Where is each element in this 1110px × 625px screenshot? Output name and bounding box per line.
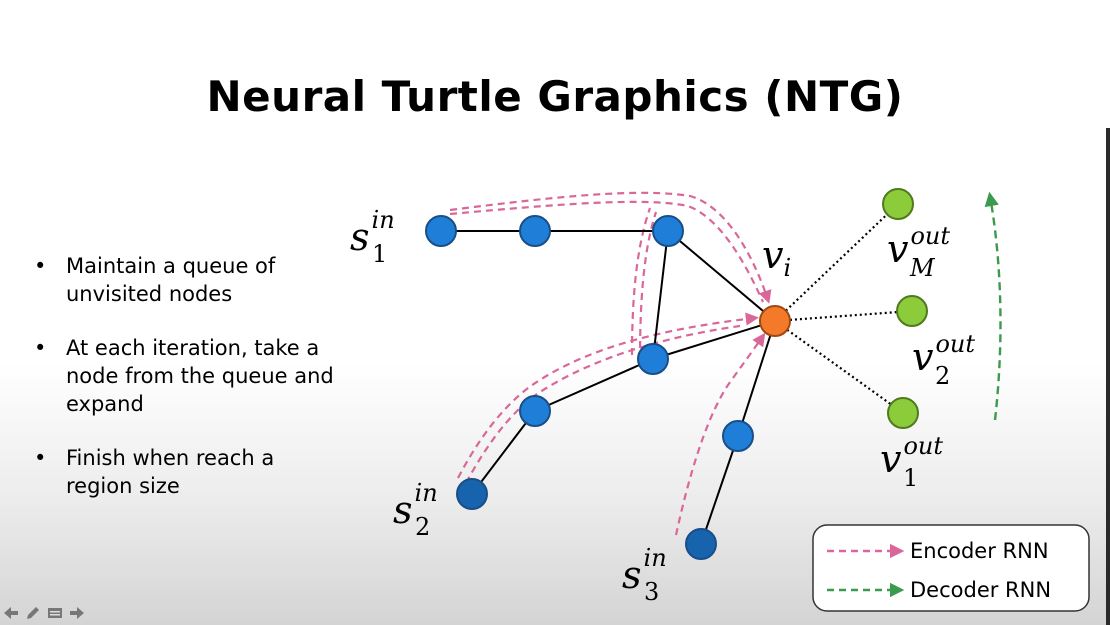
label-sup: in — [415, 479, 438, 507]
node-v2 — [896, 295, 928, 327]
legend: Encoder RNN Decoder RNN — [812, 524, 1090, 612]
arrow-right-icon[interactable] — [68, 604, 86, 622]
output-nodes — [882, 188, 928, 429]
node-vi — [759, 305, 791, 337]
slide-title: Neural Turtle Graphics (NTG) — [206, 72, 904, 121]
graph-edge — [737, 320, 776, 437]
encoder-path-s2-outer — [457, 312, 759, 479]
label-sub: 1 — [372, 240, 387, 268]
graph-edge — [667, 230, 776, 322]
label-sup: out — [903, 432, 943, 460]
legend-encoder-label: Encoder RNN — [910, 539, 1049, 563]
legend-decoder-label: Decoder RNN — [910, 578, 1051, 602]
label-sub: 1 — [903, 464, 918, 492]
bullet-item: Maintain a queue of unvisited nodes — [34, 252, 334, 308]
slides-icon[interactable] — [46, 604, 64, 622]
label-s2: sin 2 — [393, 479, 438, 541]
graph-edge — [700, 435, 739, 545]
encoder-path-branch-a — [630, 207, 652, 356]
label-s1: sin 1 — [350, 206, 395, 268]
slide-nav — [2, 604, 86, 622]
arrow-left-icon[interactable] — [2, 604, 20, 622]
node-v1 — [887, 397, 919, 429]
graph-node — [722, 420, 754, 452]
label-sup: out — [910, 222, 950, 250]
encoder-path-s1-outer — [449, 191, 772, 304]
window-edge — [1106, 128, 1110, 625]
label-base: s — [350, 215, 370, 259]
encoder-paths — [449, 191, 772, 536]
decoder-arrow — [984, 191, 1002, 421]
label-sub: 2 — [935, 362, 950, 390]
node-s3 — [685, 528, 717, 560]
label-s3: sin 3 — [622, 544, 667, 606]
label-base: s — [393, 488, 413, 532]
encoder-path-branch-b — [638, 211, 658, 361]
label-base: s — [622, 553, 642, 597]
node-s1 — [425, 215, 457, 247]
graph-edge — [652, 320, 776, 360]
graph-edge — [652, 230, 669, 360]
label-base: v — [880, 437, 902, 481]
label-sub: 3 — [644, 578, 659, 606]
bullet-list: Maintain a queue of unvisited nodes At e… — [34, 252, 334, 526]
node-s2 — [456, 478, 488, 510]
encoder-path-s3 — [674, 332, 766, 536]
label-sub: 2 — [415, 513, 430, 541]
label-base: v — [887, 227, 909, 271]
input-nodes — [425, 215, 754, 560]
encoder-path-s2-inner — [465, 324, 741, 484]
graph-edges — [441, 230, 776, 545]
output-edge — [774, 309, 913, 323]
encoder-path-s1-inner — [449, 200, 765, 303]
label-sup: out — [935, 330, 975, 358]
label-v1: vout 1 — [880, 432, 943, 492]
graph-edge — [471, 410, 536, 495]
graph-edge — [534, 358, 654, 412]
bullet-item: At each iteration, take a node from the … — [34, 334, 334, 418]
label-base: v — [912, 335, 934, 379]
output-edge — [774, 320, 904, 414]
label-v2: vout 2 — [912, 330, 975, 390]
output-edge — [774, 203, 899, 322]
label-sub: i — [783, 254, 791, 282]
node-vM — [882, 188, 914, 220]
graph-node — [652, 215, 684, 247]
label-sup: in — [372, 206, 395, 234]
label-base: v — [762, 233, 784, 277]
label-sup: in — [644, 544, 667, 572]
label-vi: vi — [762, 233, 791, 282]
bullet-item: Finish when reach a region size — [34, 444, 334, 500]
output-edges — [774, 203, 913, 414]
graph-node — [519, 395, 551, 427]
graph-node — [637, 343, 669, 375]
pen-icon[interactable] — [24, 604, 42, 622]
label-sub: M — [909, 254, 936, 282]
graph-node — [519, 215, 551, 247]
